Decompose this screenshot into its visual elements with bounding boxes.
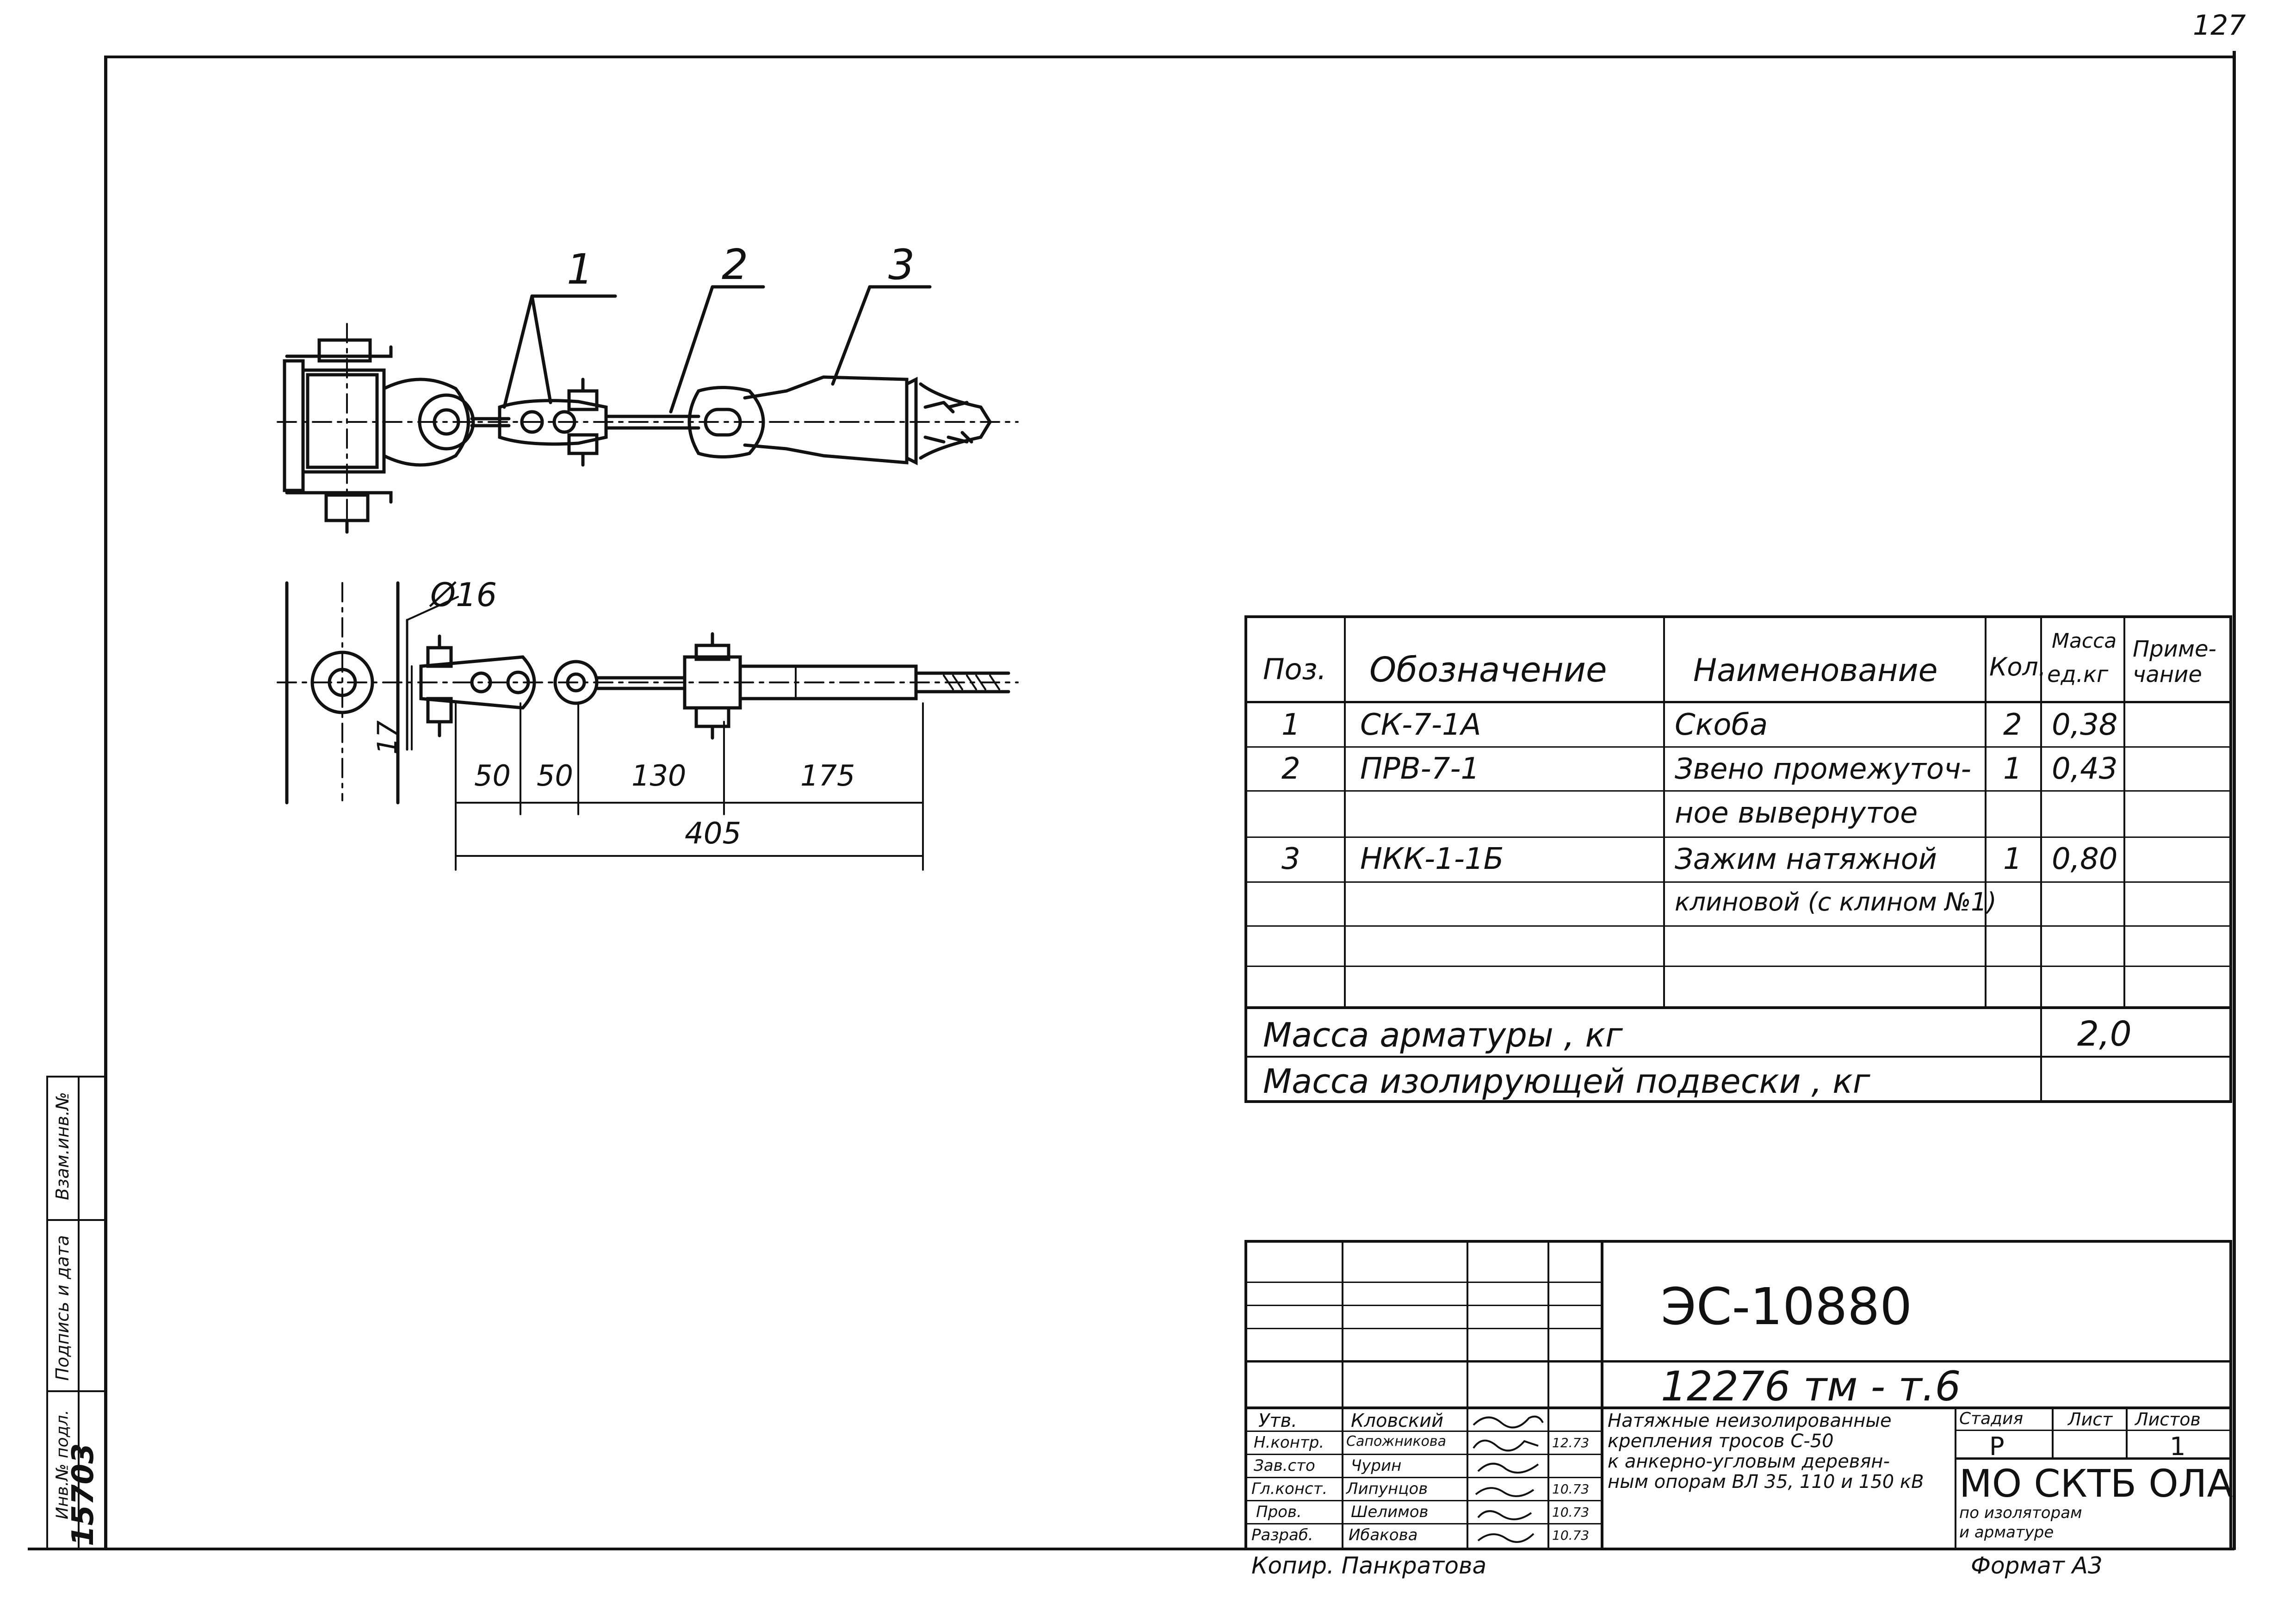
- corner-mark: 127: [2193, 9, 2246, 42]
- row3-designation: НКК-1-1Б: [1360, 842, 1504, 876]
- header-mass-2: ед.кг: [2047, 662, 2109, 688]
- title-line-4: ным опорам ВЛ 35, 110 и 150 кВ: [1608, 1471, 1924, 1493]
- org-sub-2: и арматуре: [1959, 1523, 2054, 1542]
- header-note-2: чание: [2133, 662, 2202, 688]
- role-norm-control: Н.контр.: [1254, 1433, 1324, 1452]
- row3b-name: клиновой (с клином №1): [1675, 887, 1997, 917]
- role-head-dept: Зав.сто: [1254, 1456, 1315, 1475]
- role-checked: Пров.: [1256, 1503, 1302, 1521]
- name-norm-control: Сапожникова: [1346, 1433, 1446, 1450]
- dim-405: 405: [685, 817, 742, 851]
- name-checked: Шелимов: [1351, 1503, 1429, 1521]
- callout-3: 3: [888, 241, 915, 289]
- stage-label: Стадия: [1959, 1409, 2024, 1428]
- title-line-3: к анкерно-угловым деревян-: [1608, 1451, 1890, 1472]
- row1-qty: 2: [2003, 708, 2022, 742]
- row1-mass: 0,38: [2052, 708, 2118, 742]
- paper-format: Формат А3: [1971, 1552, 2103, 1579]
- sheets-value: 1: [2170, 1432, 2186, 1461]
- doc-code: ЭС-10880: [1661, 1277, 1912, 1336]
- side-stamp: Взам.инв.№ Подпись и дата Инв.№ подл. 15…: [46, 1076, 104, 1548]
- dim-130: 130: [631, 759, 687, 793]
- signatures: [1473, 1415, 1544, 1543]
- row1-designation: СК-7-1А: [1360, 708, 1481, 742]
- name-developed: Ибакова: [1349, 1526, 1418, 1544]
- stage-value: Р: [1989, 1432, 2005, 1461]
- row2-qty: 1: [2003, 752, 2022, 786]
- row1-name: Скоба: [1675, 708, 1768, 742]
- title-line-2: крепления тросов С-50: [1608, 1431, 1834, 1452]
- dim-50b: 50: [537, 759, 573, 793]
- date-checked: 10.73: [1552, 1505, 1590, 1520]
- name-chief-designer: Липунцов: [1346, 1480, 1428, 1498]
- role-approved: Утв.: [1258, 1410, 1297, 1431]
- mass-insulating-label: Масса изолирующей подвески , кг: [1263, 1062, 1870, 1101]
- frame-right: [2233, 51, 2236, 1550]
- mass-fittings-value: 2,0: [2077, 1014, 2132, 1054]
- row1-pos: 1: [1281, 708, 1300, 742]
- org-sub-1: по изоляторам: [1959, 1504, 2082, 1522]
- dim-50a: 50: [474, 759, 511, 793]
- header-pos: Поз.: [1263, 652, 1327, 686]
- row3-mass: 0,80: [2052, 842, 2118, 876]
- header-designation: Обозначение: [1369, 650, 1607, 690]
- header-note-1: Приме-: [2133, 636, 2216, 662]
- frame-left: [104, 56, 107, 1549]
- frame-top: [106, 56, 2234, 58]
- title-line-1: Натяжные неизолированные: [1608, 1410, 1892, 1431]
- row3-pos: 3: [1281, 842, 1300, 876]
- header-name: Наименование: [1693, 652, 1938, 689]
- title-block: ЭС-10880 12276 тм - т.6 Утв. Н.контр. За…: [1244, 1240, 2233, 1548]
- top-view: [277, 285, 1019, 534]
- sheet-code: 12276 тм - т.6: [1661, 1363, 1961, 1410]
- row3-name: Зажим натяжной: [1675, 842, 1937, 876]
- dim-17: 17: [371, 720, 403, 755]
- date-norm-control: 12.73: [1552, 1435, 1590, 1450]
- mass-fittings-label: Масса арматуры , кг: [1263, 1016, 1623, 1054]
- sheets-label: Листов: [2135, 1409, 2201, 1430]
- date-developed: 10.73: [1552, 1528, 1590, 1543]
- spec-table: Поз. Обозначение Наименование Кол. Масса…: [1244, 615, 2232, 1103]
- row2-pos: 2: [1281, 752, 1300, 786]
- dim-diameter: Ø16: [430, 576, 497, 614]
- header-qty: Кол.: [1989, 652, 2047, 681]
- role-chief-designer: Гл.конст.: [1251, 1480, 1328, 1498]
- role-developed: Разраб.: [1251, 1526, 1313, 1544]
- dim-175: 175: [800, 759, 855, 793]
- callout-2: 2: [722, 241, 749, 289]
- org-name: МО СКТБ ОЛА: [1959, 1462, 2233, 1506]
- copied-by: Копир. Панкратова: [1251, 1552, 1487, 1579]
- side-view: [277, 581, 1019, 871]
- date-chief-designer: 10.73: [1552, 1481, 1590, 1497]
- name-head-dept: Чурин: [1351, 1456, 1402, 1475]
- row2-designation: ПРВ-7-1: [1360, 752, 1480, 786]
- callout-1: 1: [567, 245, 594, 294]
- row2b-name: ное вывернутое: [1675, 796, 1918, 830]
- row2-mass: 0,43: [2052, 752, 2118, 786]
- frame-bottom: [28, 1548, 2234, 1550]
- sheet-label: Лист: [2068, 1409, 2113, 1430]
- row2-name: Звено промежуточ-: [1675, 752, 1971, 786]
- header-mass-1: Масса: [2052, 629, 2117, 653]
- row3-qty: 1: [2003, 842, 2022, 876]
- name-approved: Кловский: [1351, 1410, 1444, 1431]
